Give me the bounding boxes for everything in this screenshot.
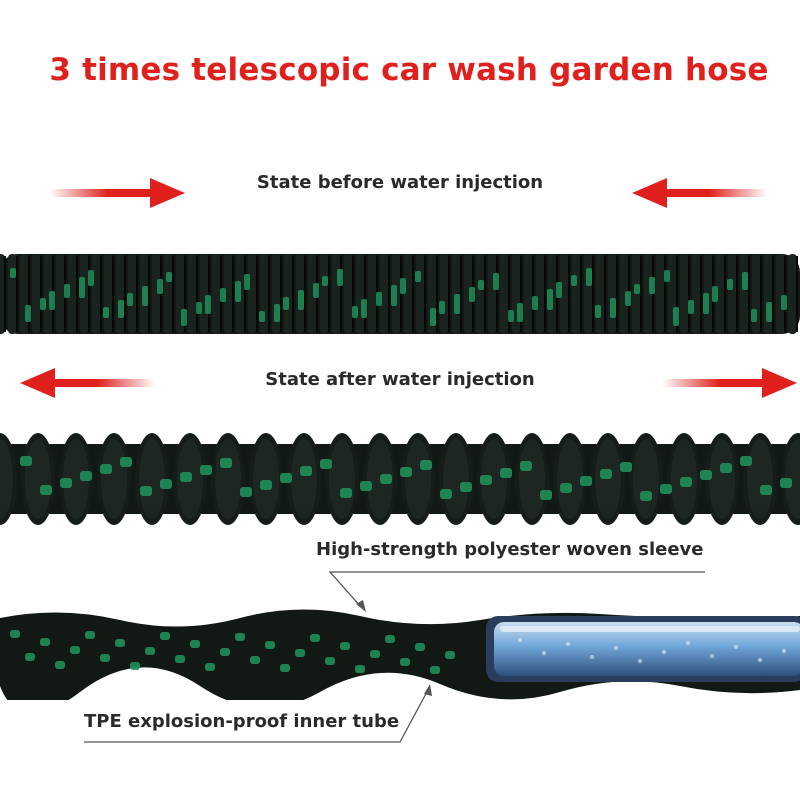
arrow-right-icon (50, 178, 185, 208)
label-inner-tube: TPE explosion-proof inner tube (84, 711, 400, 732)
label-woven-sleeve: High-strength polyester woven sleeve (316, 539, 704, 560)
hose-expanded (0, 433, 800, 525)
hose-compressed (0, 254, 800, 334)
label-after-injection: State after water injection (265, 369, 535, 390)
arrow-left-icon (20, 368, 155, 398)
arrow-left-icon (632, 178, 767, 208)
arrow-right-icon (662, 368, 797, 398)
hose-cutaway (0, 609, 800, 700)
label-before-injection: State before water injection (256, 172, 544, 193)
page-title: 3 times telescopic car wash garden hose (49, 52, 769, 88)
